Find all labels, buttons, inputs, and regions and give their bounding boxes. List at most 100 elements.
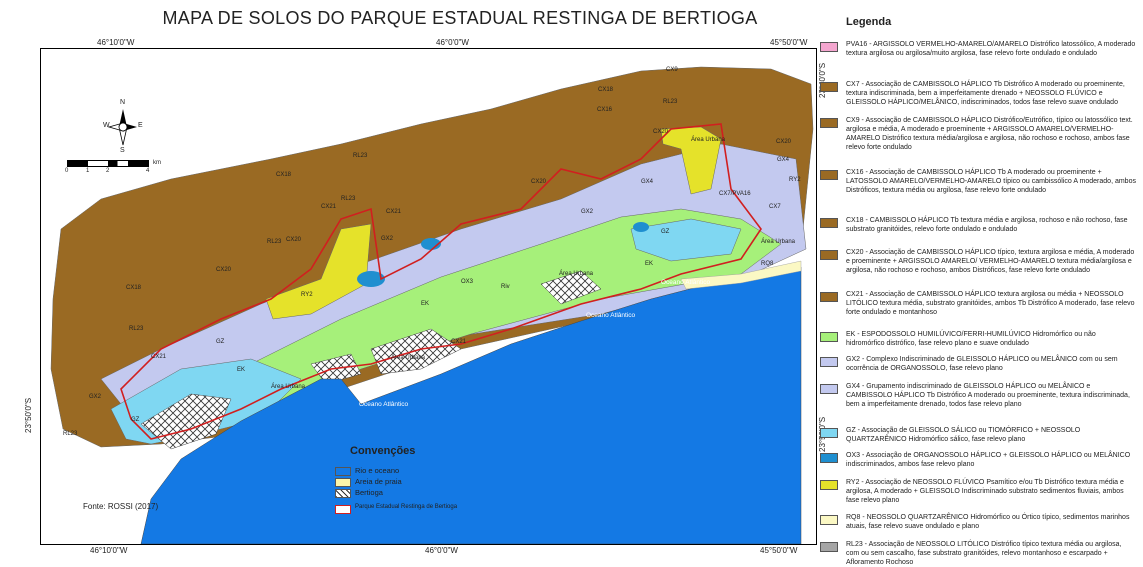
label-cx18-1: CX18: [126, 285, 142, 291]
label-ry2-1: RY2: [301, 292, 313, 298]
region-bertioga-1: [370, 328, 462, 375]
legend-swatch: [820, 357, 838, 367]
conventions-box: Convenções Rio e oceano Areia de praia B…: [335, 440, 515, 530]
scale-unit: km: [153, 160, 161, 166]
legend-swatch: [820, 42, 838, 52]
label-rl23-5: RL23: [267, 239, 282, 245]
legend-text: CX20 - Associação de CAMBISSOLO HÁPLICO …: [846, 249, 1135, 274]
label-ek-2: EK: [645, 261, 654, 267]
label-cx21-4: CX21: [451, 339, 467, 345]
conv-swatch-water: [335, 467, 351, 476]
park-boundary: [120, 123, 762, 440]
region-ry2: [265, 223, 372, 320]
label-ry2-2: RY2: [789, 177, 801, 183]
label-rl23-6: RL23: [63, 431, 78, 437]
label-ek-1: EK: [421, 301, 430, 307]
region-ox3-2: [421, 238, 441, 250]
legend-text: CX21 - Associação de CAMBISSOLO HÁPLICO …: [846, 291, 1135, 316]
legend-text: CX7 - Associação de CAMBISSOLO HÁPLICO T…: [846, 81, 1125, 106]
label-cx21-2: CX21: [321, 204, 337, 210]
legend-text: RQ8 - NEOSSOLO QUARTZARÊNICO Hidromórfic…: [846, 514, 1130, 530]
label-cx18-2: CX18: [276, 172, 292, 178]
label-gz-2: GZ: [661, 229, 670, 235]
label-rl23-4: RL23: [129, 326, 144, 332]
scale-tick-2: 2: [106, 168, 110, 174]
compass-w: W: [103, 122, 110, 129]
label-cx20-1: CX20: [653, 129, 669, 135]
conv-swatch-beach: [335, 478, 351, 487]
label-cx20-3: CX20: [286, 237, 302, 243]
label-rl23-2: RL23: [353, 153, 368, 159]
compass-s: S: [120, 147, 125, 154]
legend-swatch: [820, 292, 838, 302]
label-ocean-3: Oceano Atlântico: [359, 401, 409, 408]
label-cx9: CX9: [666, 67, 678, 73]
legend-swatch: [820, 218, 838, 228]
legend-swatch: [820, 332, 838, 342]
conventions-title: Convenções: [350, 445, 416, 457]
compass-icon: [107, 109, 137, 146]
label-riv: Riv: [501, 284, 510, 290]
label-ox3: OX3: [461, 279, 474, 285]
coord-top-1: 46°10'0"W: [97, 38, 135, 47]
conv-label-bertioga: Bertioga: [355, 488, 383, 497]
legend-swatch: [820, 542, 838, 552]
region-beach: [680, 260, 802, 290]
conv-label-beach: Areia de praia: [355, 477, 402, 486]
label-urban-3: Área Urbana: [691, 137, 726, 143]
region-ry2-2: [660, 126, 722, 195]
legend-text: RL23 - Associação de NEOSSOLO LITÓLICO D…: [846, 541, 1122, 566]
map-title: MAPA DE SOLOS DO PARQUE ESTADUAL RESTING…: [162, 8, 758, 28]
legend-swatch: [820, 82, 838, 92]
label-cx20-2: CX20: [531, 179, 547, 185]
scale-tick-0: 0: [65, 168, 69, 174]
legend-swatch: [820, 384, 838, 394]
label-gz-3: GZ: [131, 417, 140, 423]
legend-title: Legenda: [846, 16, 892, 28]
coord-top-2: 46°0'0"W: [436, 38, 469, 47]
label-ocean-1: Oceano Atlântico: [586, 312, 636, 319]
soil-map: [50, 66, 814, 544]
legend-text: CX9 - Associação de CAMBISSOLO HÁPLICO D…: [846, 117, 1133, 151]
legend-swatch: [820, 453, 838, 463]
label-cx21-1: CX21: [386, 209, 402, 215]
legend-text: GZ - Associação de GLEISSOLO SÁLICO ou T…: [846, 427, 1081, 443]
compass-e: E: [138, 122, 143, 129]
label-rq8: RQ8: [761, 261, 774, 267]
label-rl23-1: RL23: [663, 99, 678, 105]
coord-bottom-3: 45°50'0"W: [760, 546, 798, 555]
compass-rose: N S W E: [103, 99, 143, 157]
legend-swatch: [820, 250, 838, 260]
label-gx2-3: GX2: [89, 394, 102, 400]
legend-text: EK - ESPODOSSOLO HUMILÚVICO/FERRI-HUMILÚ…: [846, 331, 1096, 347]
label-gx2-1: GX2: [581, 209, 594, 215]
scale-bar: 0 1 2 4 km: [65, 160, 187, 180]
region-ox3-1: [357, 271, 385, 287]
region-ox3-3: [633, 222, 649, 232]
coord-left-1: 23°50'0"S: [24, 397, 33, 433]
source-credit: Fonte: ROSSI (2017): [83, 502, 159, 511]
label-cx21-3: CX21: [151, 354, 167, 360]
legend-text: RY2 - Associação de NEOSSOLO FLÚVICO Psa…: [846, 479, 1124, 504]
label-gx2-2: GX2: [381, 236, 394, 242]
conv-swatch-bertioga: [335, 489, 351, 498]
coord-top-3: 45°50'0"W: [770, 38, 808, 47]
label-ocean-2: Oceano Atlântico: [661, 279, 711, 286]
label-cx20-4: CX20: [776, 139, 792, 145]
scale-tick-1: 1: [86, 168, 90, 174]
conv-label-water: Rio e oceano: [355, 466, 400, 475]
label-gx4-1: GX4: [641, 179, 654, 185]
label-gx4-2: GX4: [777, 157, 790, 163]
label-pva16: CX7/PVA16: [719, 191, 751, 197]
legend-text: GX2 - Complexo Indiscriminado de GLEISSO…: [846, 356, 1118, 372]
conv-label-park: Parque Estadual Restinga de Bertioga: [355, 504, 458, 510]
region-gz-2: [630, 218, 742, 262]
label-urban-4: Área Urbana: [271, 384, 306, 390]
label-urban-5: Área Urbana: [559, 271, 594, 277]
legend-swatch: [820, 118, 838, 128]
legend-swatch: [820, 480, 838, 490]
map-frame: N S W E 0 1 2 4 km CX9 CX16 RL23 RL23 RL…: [40, 48, 817, 545]
legend-swatch: [820, 170, 838, 180]
region-ocean: [140, 266, 802, 544]
label-cx20-5: CX20: [216, 267, 232, 273]
